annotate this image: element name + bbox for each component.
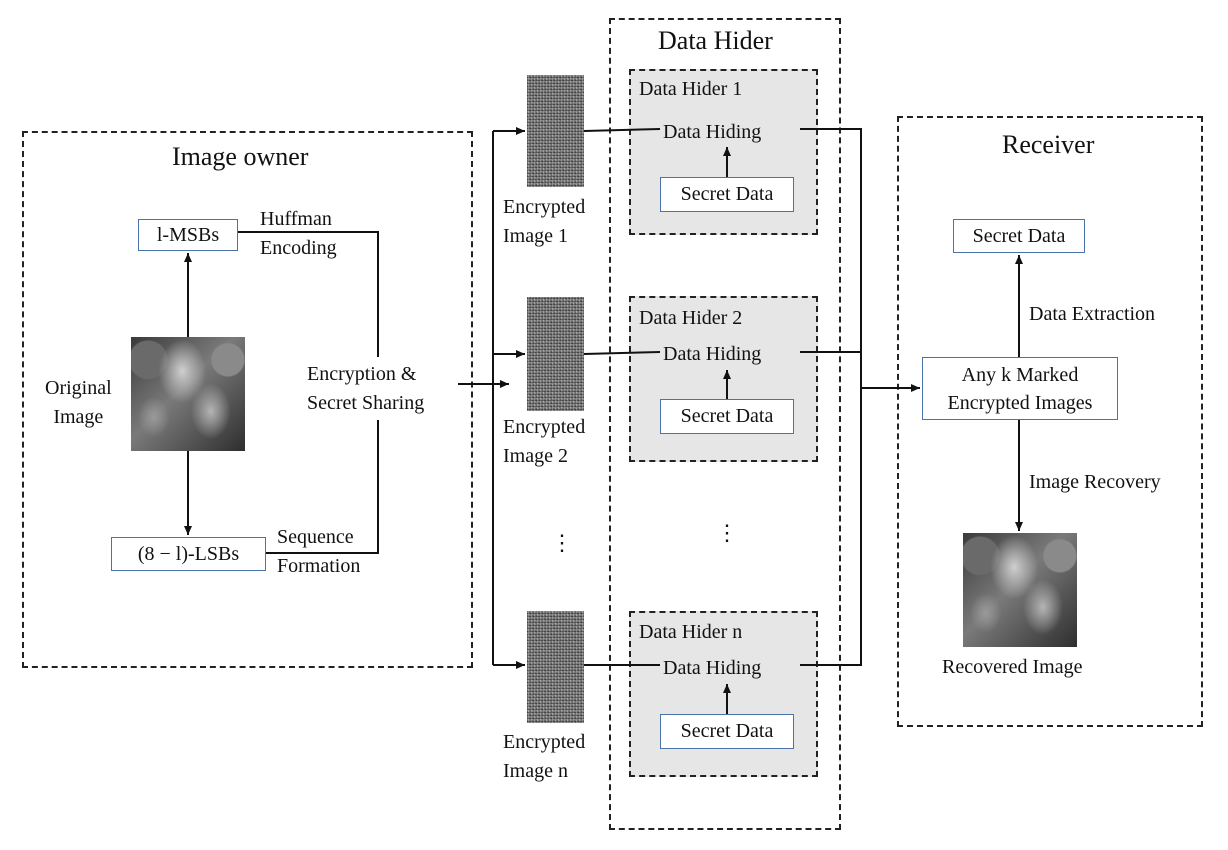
secret-data-box-2: Secret Data (660, 399, 794, 434)
receiver-secret-data-box: Secret Data (953, 219, 1085, 253)
data-hider-n-title: Data Hider n (639, 621, 743, 643)
secret-data-box-n: Secret Data (660, 714, 794, 749)
data-hider-2-title: Data Hider 2 (639, 307, 743, 329)
marked-images-line1: Any k Marked (961, 363, 1079, 386)
data-hiding-2: Data Hiding (663, 343, 762, 365)
marked-images-box: Any k Marked Encrypted Images (922, 357, 1118, 420)
recovered-image-label: Recovered Image (942, 656, 1083, 678)
data-hider-1-title: Data Hider 1 (639, 78, 743, 100)
data-extraction-label: Data Extraction (1029, 303, 1156, 325)
lsb-box: (8 − l)-LSBs (111, 537, 266, 571)
data-hider-n (629, 611, 818, 777)
encrypted-image-1 (527, 75, 584, 187)
image-owner-title: Image owner (172, 142, 309, 171)
secret-data-label-n: Secret Data (680, 720, 774, 742)
data-hider-title: Data Hider (658, 26, 773, 55)
secret-data-box-1: Secret Data (660, 177, 794, 212)
image-recovery-label: Image Recovery (1029, 471, 1161, 493)
marked-images-line2: Encrypted Images (947, 391, 1093, 414)
encryption-label: Encryption &Secret Sharing (307, 363, 425, 414)
data-hider-group (609, 18, 841, 830)
secret-data-label-2: Secret Data (680, 405, 774, 427)
receiver-secret-data-label: Secret Data (972, 224, 1066, 247)
encrypted-image-2 (527, 297, 584, 411)
image-owner-group (22, 131, 473, 668)
recovered-image (963, 533, 1077, 647)
secret-data-label-1: Secret Data (680, 183, 774, 205)
encrypted-image-n (527, 611, 584, 723)
lsb-label: (8 − l)-LSBs (137, 542, 240, 565)
data-hiding-1: Data Hiding (663, 121, 762, 143)
data-hider-2 (629, 296, 818, 462)
receiver-group (897, 116, 1203, 727)
receiver-title: Receiver (1002, 130, 1095, 159)
msb-box: l-MSBs (138, 219, 238, 251)
msb-label: l-MSBs (156, 223, 220, 246)
original-image (131, 337, 245, 451)
data-hiding-n: Data Hiding (663, 657, 762, 679)
